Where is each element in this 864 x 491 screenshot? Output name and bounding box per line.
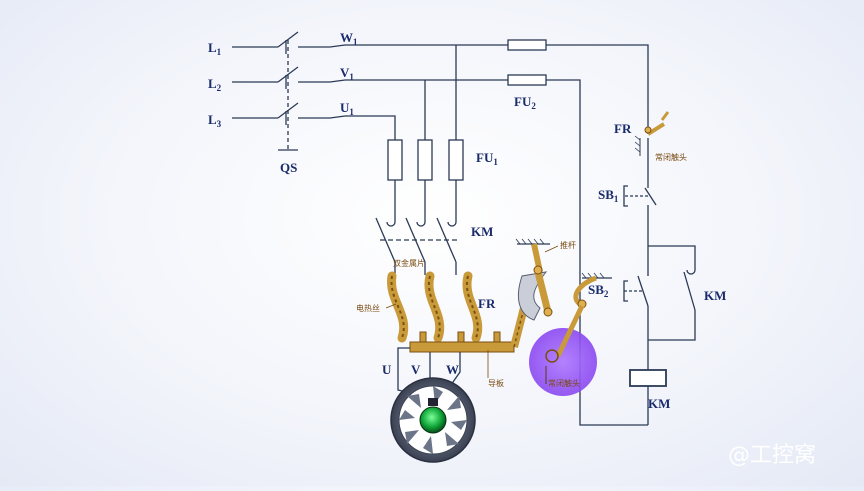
motor-term-u: U xyxy=(382,362,392,377)
label-sb1: SB1 xyxy=(598,187,619,204)
push-rod-mechanism xyxy=(515,238,553,321)
label-fr-contact: FR xyxy=(614,121,632,136)
fr-heaters xyxy=(387,271,483,343)
label-fu1: FU1 xyxy=(476,150,498,167)
motor xyxy=(390,377,476,463)
label-km-main: KM xyxy=(471,224,493,239)
label-fr-heater: FR xyxy=(478,296,496,311)
fr-nc-contact xyxy=(634,111,670,180)
motor-term-w: W xyxy=(446,362,459,377)
fu2-fuses xyxy=(507,39,649,426)
annotation-bimetal: 双金属片 xyxy=(393,258,425,268)
label-sb2: SB2 xyxy=(588,282,609,299)
label-fu2: FU2 xyxy=(514,94,536,111)
label-km-aux: KM xyxy=(704,288,726,303)
annotation-push-rod: 推杆 xyxy=(560,240,576,250)
annotation-guide: 导板 xyxy=(488,378,504,388)
label-v1: V1 xyxy=(340,65,354,82)
qs-switch xyxy=(277,31,299,151)
km-coil xyxy=(629,369,667,425)
sb1-button xyxy=(623,180,657,246)
annotation-nc-contact-mid: 常闭触头 xyxy=(548,378,580,388)
label-u1: U1 xyxy=(340,100,354,117)
phase-wires xyxy=(298,44,545,140)
km-main-contacts xyxy=(375,217,460,275)
supply-lines xyxy=(232,46,278,119)
label-l2: L2 xyxy=(208,76,222,93)
label-l1: L1 xyxy=(208,40,222,57)
heater-leader xyxy=(385,303,397,309)
sb2-and-km-aux xyxy=(623,245,696,370)
watermark: @工控窝 xyxy=(728,443,816,468)
label-qs: QS xyxy=(280,160,297,175)
label-w1: W1 xyxy=(340,30,358,47)
fu1-fuses xyxy=(387,139,464,222)
label-l3: L3 xyxy=(208,112,222,129)
label-km-coil: KM xyxy=(648,396,670,411)
motor-term-v: V xyxy=(411,362,421,377)
push-rod-leader xyxy=(544,245,559,253)
annotation-nc-contact-top: 常闭触头 xyxy=(655,152,687,162)
nc-contact-lever xyxy=(545,304,585,384)
annotation-heater: 电热丝 xyxy=(356,303,380,313)
